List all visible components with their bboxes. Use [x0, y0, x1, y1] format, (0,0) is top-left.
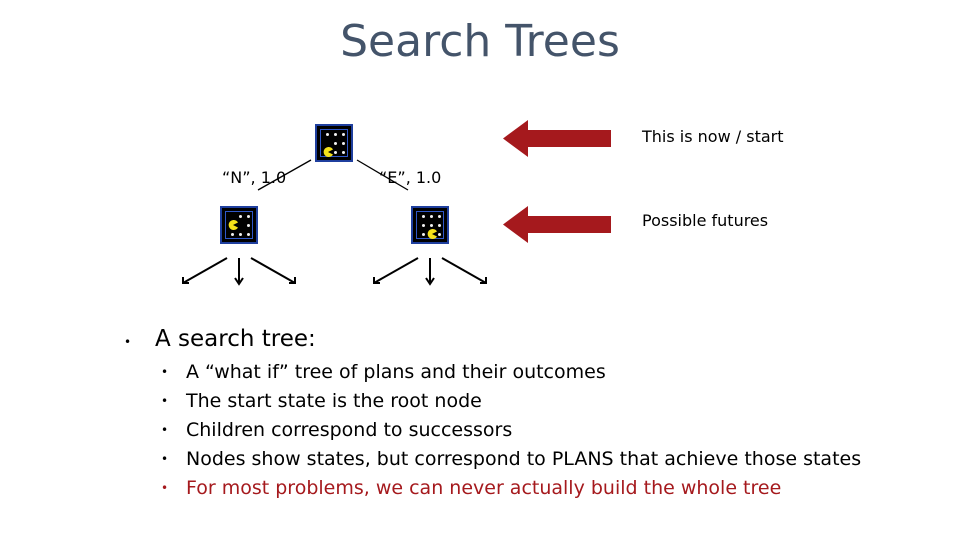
sub-bullet: •A “what if” tree of plans and their out… [161, 361, 606, 383]
annotation-futures: Possible futures [642, 211, 769, 230]
annotation-start: This is now / start [642, 127, 784, 146]
bullet-list: • A search tree: •A “what if” tree of pl… [124, 326, 862, 503]
slide-title: Search Trees [340, 16, 620, 67]
root-state-node [315, 124, 353, 162]
sub-bullet-highlight: •For most problems, we can never actuall… [161, 477, 782, 499]
bullet-main-text: A search tree: [155, 326, 316, 352]
tree-edge-north [257, 159, 312, 191]
pacman-icon [323, 147, 333, 157]
bullet-main: • A search tree: [124, 326, 316, 352]
sub-bullet: •Nodes show states, but correspond to PL… [161, 448, 862, 470]
child-state-node-north [220, 206, 258, 244]
pacman-icon [228, 220, 238, 230]
sub-bullet: •The start state is the root node [161, 390, 482, 412]
pacman-icon [427, 229, 437, 239]
tree-edge-east [356, 159, 409, 191]
edge-label-north: “N”, 1.0 [222, 168, 287, 187]
edge-label-east: “E”, 1.0 [379, 168, 442, 187]
sub-bullet: •Children correspond to successors [161, 419, 513, 441]
child-edges-left [182, 257, 296, 286]
red-arrow-futures [503, 206, 611, 243]
child-state-node-east [411, 206, 449, 244]
red-arrow-start [503, 120, 611, 157]
child-edges-right [373, 257, 487, 286]
